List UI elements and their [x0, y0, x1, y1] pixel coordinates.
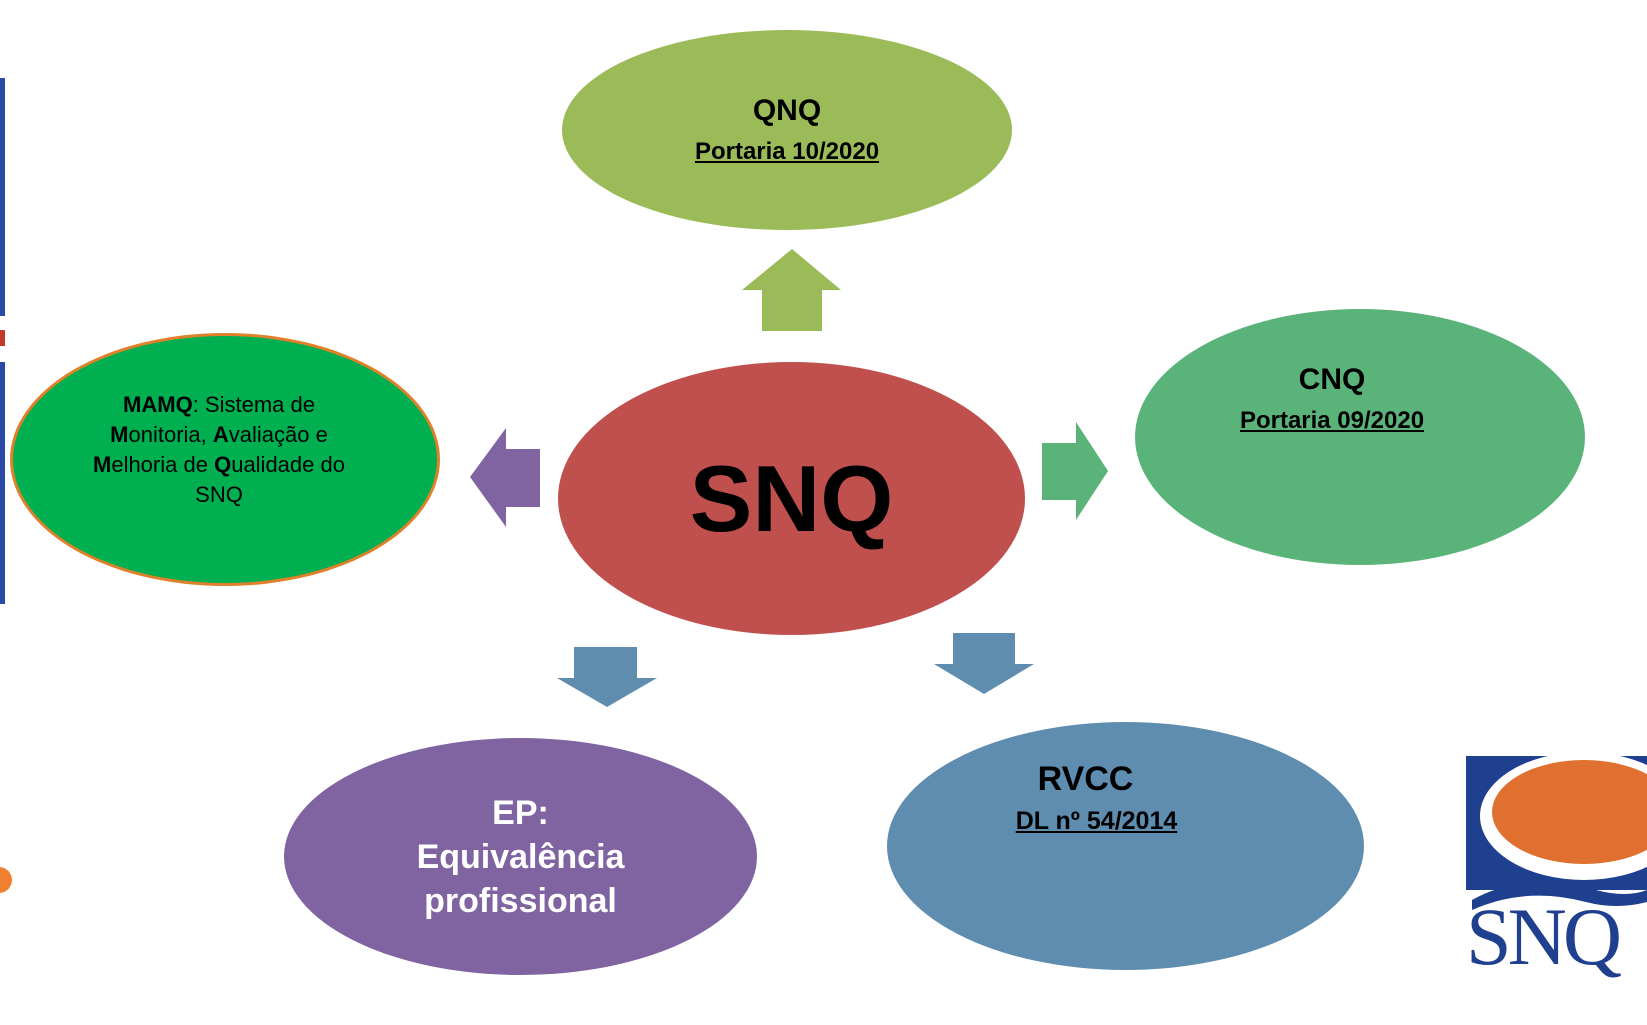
logo-text: SNQ	[1466, 891, 1622, 980]
left-edge-red-bar	[0, 330, 5, 346]
ep-title: EP:	[492, 793, 549, 832]
snq-logo: SNQ	[1466, 750, 1647, 980]
mamq-text-part: M	[93, 451, 112, 477]
snq-center-label: SNQ	[689, 445, 894, 551]
mamq-text-part: valiação e	[228, 421, 328, 447]
cnq-subtitle: Portaria 09/2020	[1239, 407, 1425, 434]
mamq-text-part: : Sistema de	[192, 391, 315, 417]
logo-blue-swoosh	[1472, 882, 1647, 910]
mamq-text-part: Q	[214, 451, 232, 477]
qnq-subtitle: Portaria 10/2020	[694, 138, 880, 165]
ep-line3: profissional	[424, 881, 617, 920]
mamq-text-part: MAMQ	[123, 391, 193, 417]
rvcc-subtitle: DL nº 54/2014	[1015, 807, 1178, 835]
arrow-down-to-ep	[557, 647, 657, 707]
mamq-text-part: elhoria de	[111, 451, 215, 477]
qnq-title: QNQ	[752, 94, 822, 127]
cnq-node: CNQ Portaria 09/2020	[1135, 309, 1585, 565]
mamq-text-part: A	[212, 421, 229, 447]
arrow-left-to-mamq	[470, 428, 540, 527]
mamq-text-part: onitoria,	[128, 421, 213, 447]
rvcc-title: RVCC	[1037, 760, 1134, 798]
cnq-title: CNQ	[1298, 363, 1366, 396]
left-edge-orange-dot	[0, 867, 12, 893]
snq-center-node: SNQ	[558, 362, 1025, 635]
ep-line2: Equivalência	[416, 837, 625, 876]
left-edge-blue-bar-top	[0, 78, 5, 316]
mamq-text: MAMQ: Sistema de Monitoria, Avaliação e …	[84, 390, 354, 510]
left-edge-blue-bar-bottom	[0, 362, 5, 604]
arrow-up-to-qnq	[742, 249, 841, 331]
arrow-down-to-rvcc	[934, 633, 1034, 694]
qnq-node: QNQ Portaria 10/2020	[562, 30, 1012, 230]
rvcc-node: RVCC DL nº 54/2014	[887, 722, 1364, 970]
mamq-text-part: ualidade do SNQ	[195, 451, 345, 507]
ep-node: EP: Equivalência profissional	[284, 738, 757, 975]
arrow-right-to-cnq	[1042, 422, 1108, 520]
logo-orange-oval	[1492, 760, 1647, 864]
mamq-text-part: M	[110, 421, 129, 447]
mamq-node: MAMQ: Sistema de Monitoria, Avaliação e …	[10, 333, 440, 586]
